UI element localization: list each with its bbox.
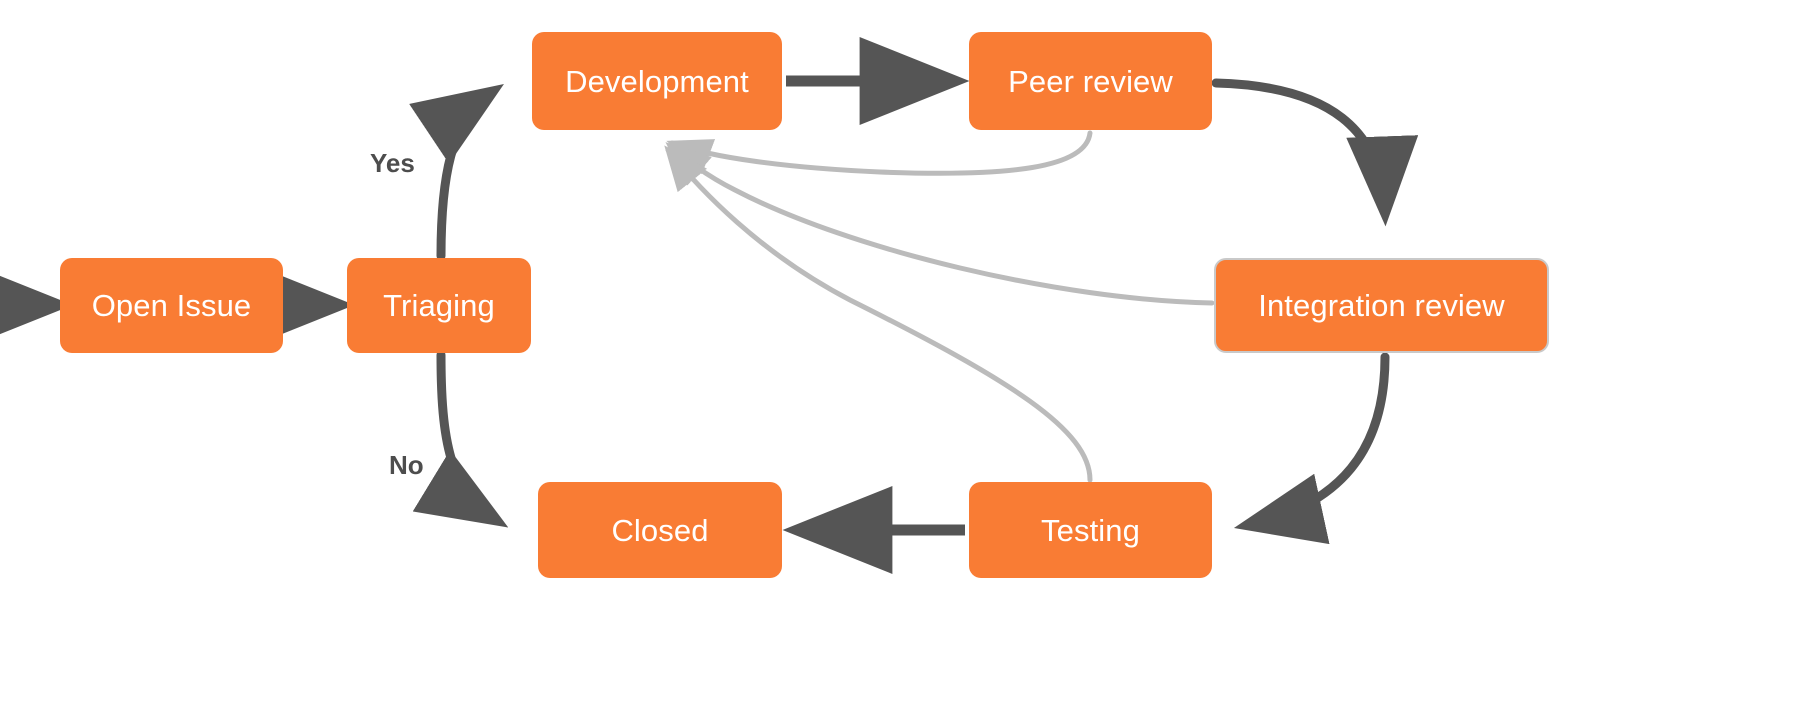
edge-peer-review-to-integration-review [1211, 78, 1419, 227]
edge-peer-review-to-development [666, 130, 1093, 176]
node-open-issue[interactable]: Open Issue [60, 258, 283, 353]
node-testing[interactable]: Testing [969, 482, 1212, 578]
edge-triaging-to-closed [412, 350, 509, 528]
node-triaging[interactable]: Triaging [347, 258, 531, 353]
edge-integration-review-to-testing [1233, 352, 1390, 545]
edge-triaging-to-development [409, 84, 504, 261]
edge-testing-to-development [664, 145, 1093, 483]
edge-integration-review-to-development [665, 142, 1215, 306]
edge-label-no: No [389, 450, 424, 480]
node-development[interactable]: Development [532, 32, 782, 130]
node-integration-review[interactable]: Integration review [1214, 258, 1549, 353]
node-peer-review[interactable]: Peer review [969, 32, 1212, 130]
edge-label-yes: Yes [370, 148, 415, 178]
node-closed[interactable]: Closed [538, 482, 782, 578]
